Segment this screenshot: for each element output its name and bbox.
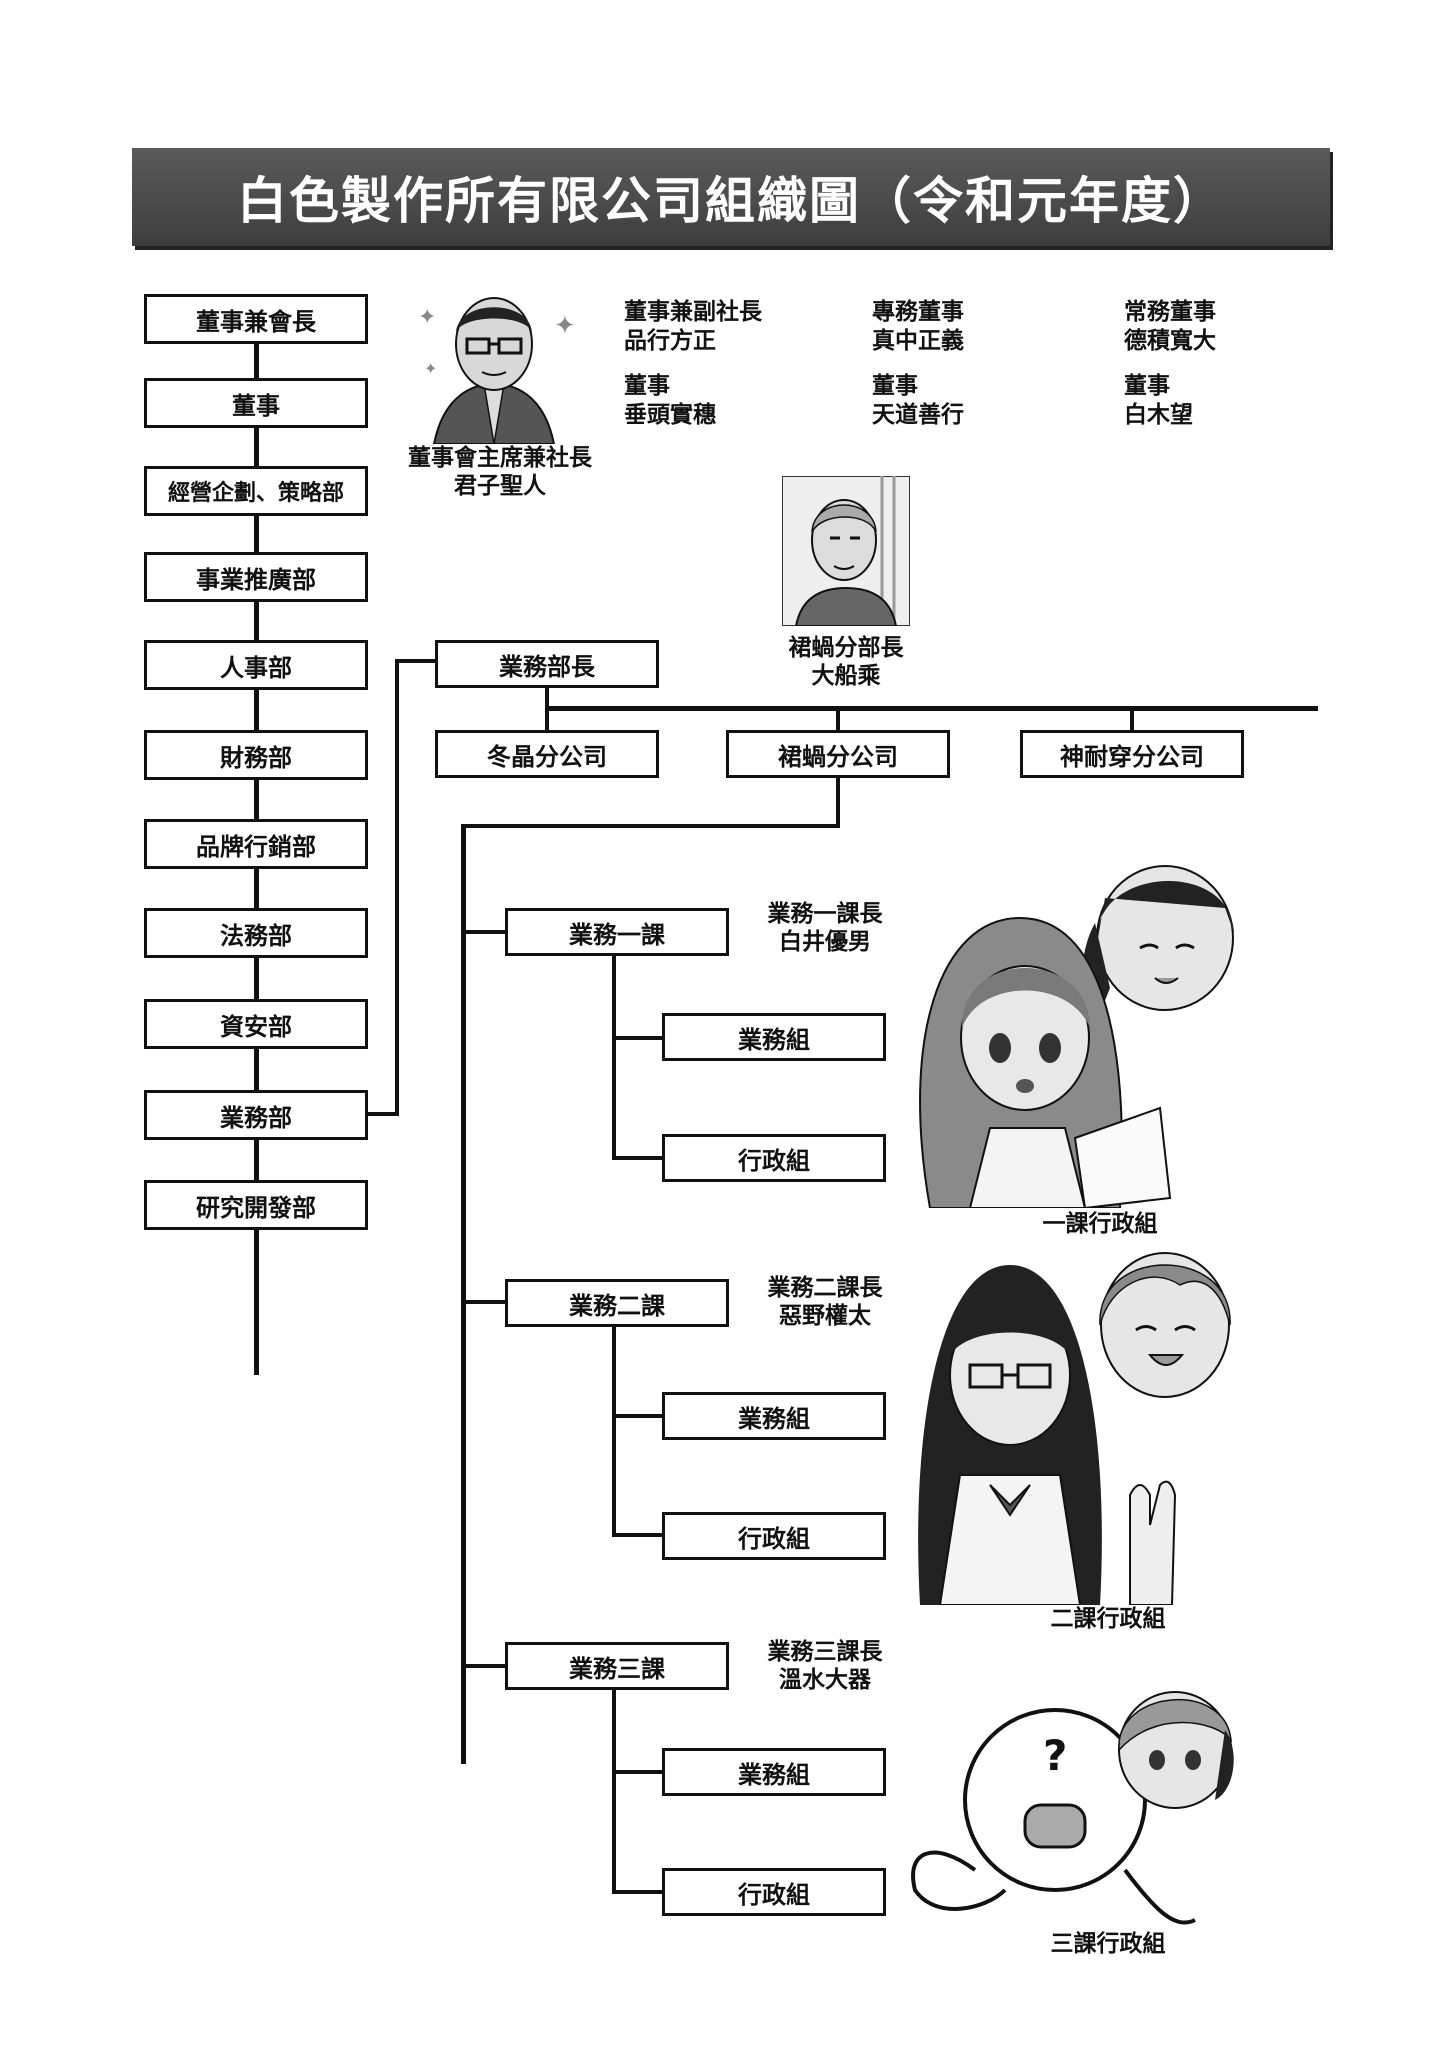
sec1-team-box-2: 行政組: [662, 1134, 886, 1182]
page-title: 白色製作所有限公司組織圖（令和元年度）: [132, 148, 1330, 246]
dept-box-rnd: 研究開發部: [144, 1180, 368, 1230]
president-role: 董事會主席兼社長: [408, 445, 592, 471]
sections-spine: [461, 824, 466, 1764]
sec1-team-box-1: 業務組: [662, 1013, 886, 1061]
branch-manager-role: 裙蝸分部長: [788, 635, 904, 661]
sec3-chief-name: 溫水大器: [779, 1667, 871, 1693]
president-portrait: ✦ ✦ ✦: [418, 297, 576, 444]
dept-box-brand: 品牌行銷部: [144, 819, 368, 869]
sec1-v: [612, 956, 616, 1158]
section-box-1: 業務一課: [505, 908, 729, 956]
dept-box-finance: 財務部: [144, 730, 368, 780]
sec2-v: [612, 1327, 616, 1537]
branch-box-3: 神耐穿分公司: [1020, 730, 1244, 778]
dept-box-security: 資安部: [144, 999, 368, 1049]
director-5-role: 董事: [872, 373, 918, 399]
director-3-role: 常務董事: [1124, 299, 1216, 325]
branch-drop-3: [1130, 706, 1134, 734]
svg-text:✦: ✦: [418, 305, 436, 330]
dept-box-hr: 人事部: [144, 640, 368, 690]
sec1-team2-h: [612, 1156, 664, 1160]
dept-box-sales: 業務部: [144, 1090, 368, 1140]
sec3-caption: 三課行政組: [1050, 1931, 1166, 1957]
director-6-role: 董事: [1124, 373, 1170, 399]
branch2-h: [461, 824, 840, 828]
sec3-team-box-2: 行政組: [662, 1868, 886, 1916]
sales-head-box: 業務部長: [435, 640, 659, 688]
question-mark-text: ?: [1043, 1731, 1067, 1780]
sec2-h: [461, 1300, 507, 1304]
svg-text:✦: ✦: [424, 359, 437, 378]
svg-text:✦: ✦: [554, 311, 576, 341]
director-2-name: 真中正義: [872, 328, 964, 354]
branch-box-2: 裙蝸分公司: [726, 730, 950, 778]
director-3-name: 德積寬大: [1124, 328, 1216, 354]
director-1-name: 品行方正: [624, 328, 716, 354]
sec2-team-box-1: 業務組: [662, 1392, 886, 1440]
branch2-drop: [836, 778, 840, 828]
branch-h-line: [545, 706, 1318, 711]
sec3-team2-h: [612, 1890, 664, 1894]
section-box-2: 業務二課: [505, 1279, 729, 1327]
sec2-team2-h: [612, 1533, 664, 1537]
dept-box-legal: 法務部: [144, 908, 368, 958]
connector-sales-v: [395, 659, 399, 1116]
section1-admin-illustration: [919, 865, 1234, 1208]
branch-drop-1: [545, 706, 549, 734]
president-name: 君子聖人: [454, 473, 546, 499]
dept-box-director: 董事: [144, 378, 368, 428]
title-text: 白色製作所有限公司組織圖（令和元年度）: [237, 172, 1225, 230]
section-box-3: 業務三課: [505, 1642, 729, 1690]
sec1-chief-role: 業務一課長: [767, 901, 883, 927]
dept-box-planning: 經營企劃、策略部: [144, 466, 368, 516]
section3-admin-illustration: ?: [911, 1691, 1234, 1925]
sec2-team-box-2: 行政組: [662, 1512, 886, 1560]
director-5-name: 天道善行: [872, 402, 964, 428]
sec3-v: [612, 1690, 616, 1894]
sec1-chief-name: 白井優男: [779, 929, 871, 955]
sec3-chief-role: 業務三課長: [767, 1639, 883, 1665]
connector-sales-h2: [395, 659, 435, 663]
sec3-team-box-1: 業務組: [662, 1748, 886, 1796]
sec2-chief-name: 惡野權太: [779, 1303, 871, 1329]
sec2-team1-h: [612, 1414, 664, 1418]
sec1-caption: 一課行政組: [1042, 1211, 1158, 1237]
connector-sales-h1: [368, 1112, 398, 1116]
dept-box-chairman: 董事兼會長: [144, 294, 368, 344]
branch-manager-portrait: [782, 476, 910, 626]
branch-box-1: 冬晶分公司: [435, 730, 659, 778]
director-4-role: 董事: [624, 373, 670, 399]
dept-box-business-promo: 事業推廣部: [144, 552, 368, 602]
director-1-role: 董事兼副社長: [624, 299, 762, 325]
sec1-team1-h: [612, 1036, 664, 1040]
branch-manager-name: 大船乘: [811, 663, 881, 689]
sec3-team1-h: [612, 1770, 664, 1774]
sec2-chief-role: 業務二課長: [767, 1275, 883, 1301]
sec2-caption: 二課行政組: [1050, 1606, 1166, 1632]
sec1-h: [461, 930, 507, 934]
branch-drop-2: [836, 706, 840, 734]
director-6-name: 白木望: [1124, 402, 1193, 428]
director-2-role: 專務董事: [872, 299, 964, 325]
director-4-name: 垂頭實穗: [624, 402, 716, 428]
sec3-h: [461, 1664, 507, 1668]
section2-admin-illustration: [918, 1252, 1231, 1605]
